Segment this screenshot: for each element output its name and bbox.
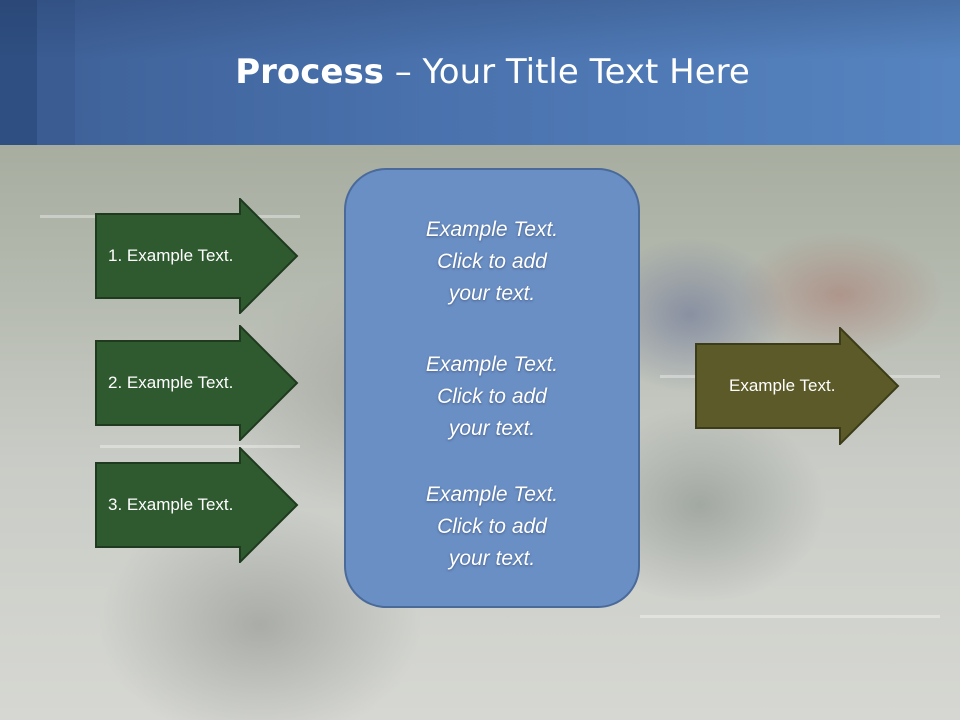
result-arrow-label: Example Text.: [729, 376, 836, 395]
title-bar: [0, 0, 960, 145]
header-shade: [0, 0, 960, 60]
slide-title[interactable]: Process – Your Title Text Here: [0, 52, 960, 92]
step-arrow-1[interactable]: 1. Example Text.: [95, 198, 299, 314]
process-panel[interactable]: Example Text. Click to add your text. Ex…: [344, 168, 640, 608]
panel-line: Example Text.: [425, 353, 559, 376]
title-rest-text: – Your Title Text Here: [383, 52, 750, 92]
panel-line: Click to add: [437, 515, 547, 538]
header-accent-stripe-2: [37, 0, 75, 145]
motion-streak: [100, 445, 300, 448]
panel-text-block-1[interactable]: Example Text. Click to add your text.: [346, 214, 638, 310]
arrow-shape: [95, 325, 299, 441]
panel-line: Example Text.: [425, 483, 559, 506]
step-arrow-label: 3. Example Text.: [108, 495, 234, 514]
header-accent-stripe: [0, 0, 37, 145]
step-arrow-label: 2. Example Text.: [108, 373, 234, 392]
panel-line: Click to add: [437, 250, 547, 273]
panel-text-block-2[interactable]: Example Text. Click to add your text.: [346, 349, 638, 445]
panel-line: your text.: [448, 282, 536, 305]
step-arrow-3[interactable]: 3. Example Text.: [95, 447, 299, 563]
step-arrow-2[interactable]: 2. Example Text.: [95, 325, 299, 441]
title-bold-text: Process: [235, 52, 384, 92]
panel-text-block-3[interactable]: Example Text. Click to add your text.: [346, 479, 638, 575]
step-arrow-label: 1. Example Text.: [108, 246, 234, 265]
panel-line: Click to add: [437, 385, 547, 408]
motion-streak: [640, 615, 940, 618]
panel-line: your text.: [448, 417, 536, 440]
panel-line: your text.: [448, 547, 536, 570]
result-arrow[interactable]: Example Text.: [695, 327, 900, 445]
arrow-shape: [95, 198, 299, 314]
arrow-shape: [95, 447, 299, 563]
arrow-shape: [695, 327, 900, 445]
panel-line: Example Text.: [425, 218, 559, 241]
